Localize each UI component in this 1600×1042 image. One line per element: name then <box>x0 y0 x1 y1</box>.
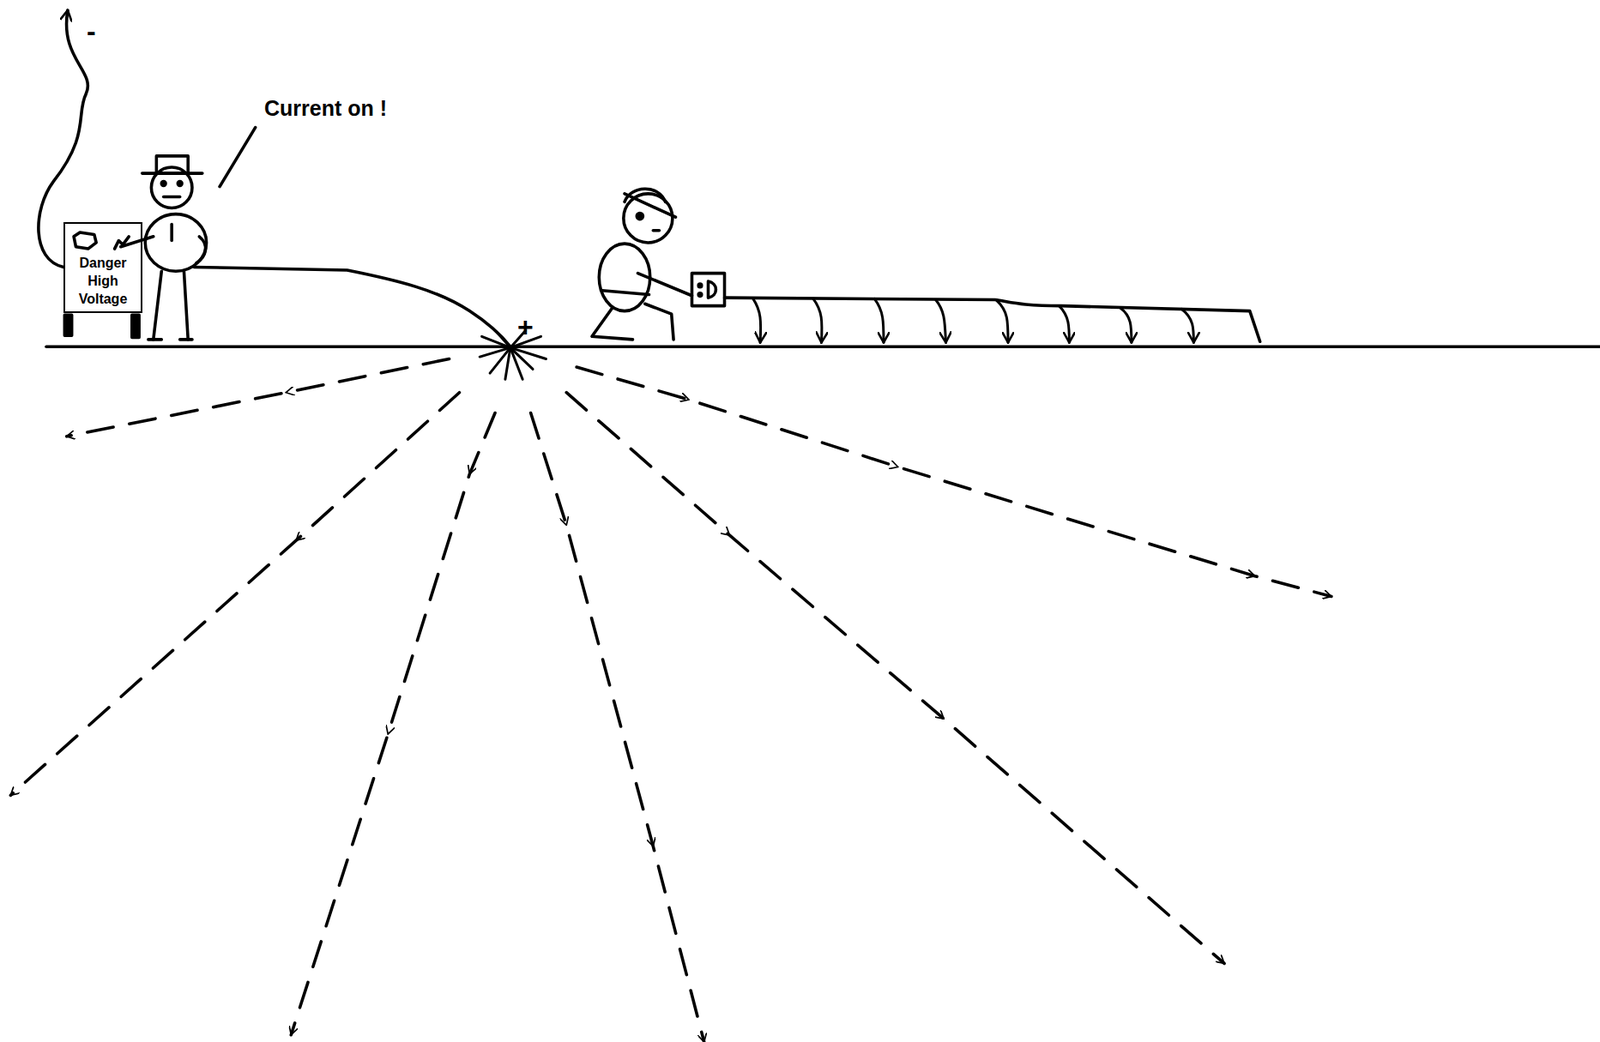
generator-box: Danger High Voltage <box>63 222 143 314</box>
potential-electrodes <box>753 298 1195 343</box>
speech-leader <box>219 127 256 188</box>
surveyor-figure <box>591 188 1261 342</box>
ground-line <box>46 344 1600 349</box>
speech-text: Current on ! <box>264 96 387 121</box>
polarity-sign: - <box>86 15 97 48</box>
warning-text: Danger High Voltage <box>65 254 141 308</box>
electrode-burst <box>479 330 546 380</box>
polarity-sign: + <box>517 311 534 344</box>
current-cable <box>193 266 511 347</box>
current-rays <box>10 358 1332 1042</box>
